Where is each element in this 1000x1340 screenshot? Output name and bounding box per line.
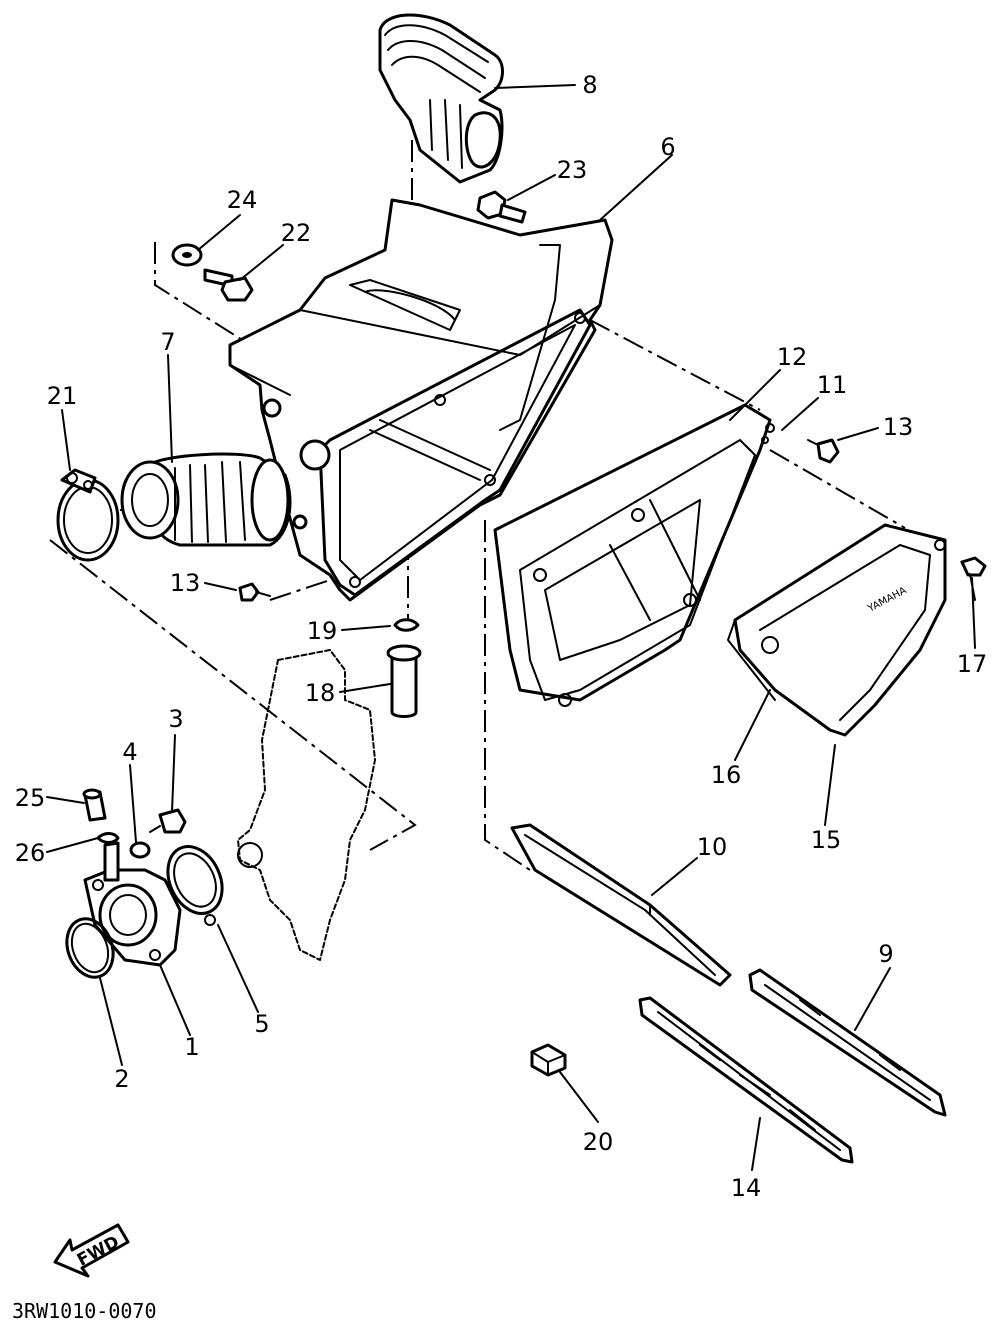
part-25-pin <box>82 788 107 822</box>
label-part-13-right: 13 <box>883 413 914 441</box>
label-part-17: 17 <box>957 650 988 678</box>
part-10-filter-element <box>510 823 732 987</box>
part-26-clip <box>96 832 120 844</box>
label-part-12: 12 <box>777 343 808 371</box>
label-part-18: 18 <box>305 679 336 707</box>
part-23-bolt <box>476 190 527 224</box>
part-20-block <box>530 1043 567 1077</box>
part-13-screw-left <box>238 582 271 602</box>
label-part-13-left: 13 <box>170 569 201 597</box>
label-part-16: 16 <box>711 761 742 789</box>
label-part-22: 22 <box>281 219 312 247</box>
part-3-screw <box>149 808 187 834</box>
part-number-labels: 8 23 6 24 22 7 21 12 11 13 13 19 18 17 1… <box>15 71 988 1202</box>
part-14-screen <box>638 996 854 1164</box>
part-19-clip <box>393 618 420 632</box>
label-part-10: 10 <box>697 833 728 861</box>
label-part-24: 24 <box>227 186 258 214</box>
drawing-code: 3RW1010-0070 <box>12 1299 157 1323</box>
fwd-arrow-icon: FWD <box>53 1223 130 1278</box>
label-part-6: 6 <box>660 133 675 161</box>
label-part-2: 2 <box>114 1065 129 1093</box>
label-part-4: 4 <box>122 738 137 766</box>
label-part-11: 11 <box>817 371 848 399</box>
part-7-intake-joint <box>120 452 292 547</box>
label-part-20: 20 <box>583 1128 614 1156</box>
label-part-21: 21 <box>47 382 78 410</box>
label-part-25: 25 <box>15 784 46 812</box>
assembly-lines <box>49 140 906 871</box>
part-1-intake-manifold <box>83 841 182 967</box>
part-2-o-ring <box>65 917 115 979</box>
part-24-washer <box>171 243 203 267</box>
label-part-1: 1 <box>184 1033 199 1061</box>
part-11-gasket <box>761 423 775 444</box>
label-part-19: 19 <box>307 617 338 645</box>
label-part-23: 23 <box>557 156 588 184</box>
part-18-drain-pipe <box>386 644 422 718</box>
label-part-3: 3 <box>168 705 183 733</box>
label-part-26: 26 <box>15 839 46 867</box>
label-part-8: 8 <box>582 71 597 99</box>
carburetor-outline <box>237 649 376 961</box>
label-part-9: 9 <box>878 940 893 968</box>
part-22-bolt <box>203 268 254 302</box>
part-9-screen <box>748 968 947 1117</box>
part-8-intake-boot <box>378 13 504 184</box>
label-part-5: 5 <box>254 1010 269 1038</box>
part-13-screw-right <box>807 438 840 464</box>
part-21-clamp <box>56 468 120 562</box>
part-16-seal <box>727 619 776 701</box>
part-5-clamp <box>166 845 224 926</box>
part-15-side-cover <box>733 523 947 737</box>
part-4-washer <box>129 841 151 859</box>
part-12-element-holder <box>493 403 772 707</box>
label-part-15: 15 <box>811 826 842 854</box>
label-part-14: 14 <box>731 1174 762 1202</box>
label-part-7: 7 <box>160 328 175 356</box>
part-6-air-box <box>228 198 614 602</box>
leader-lines <box>46 84 976 1171</box>
